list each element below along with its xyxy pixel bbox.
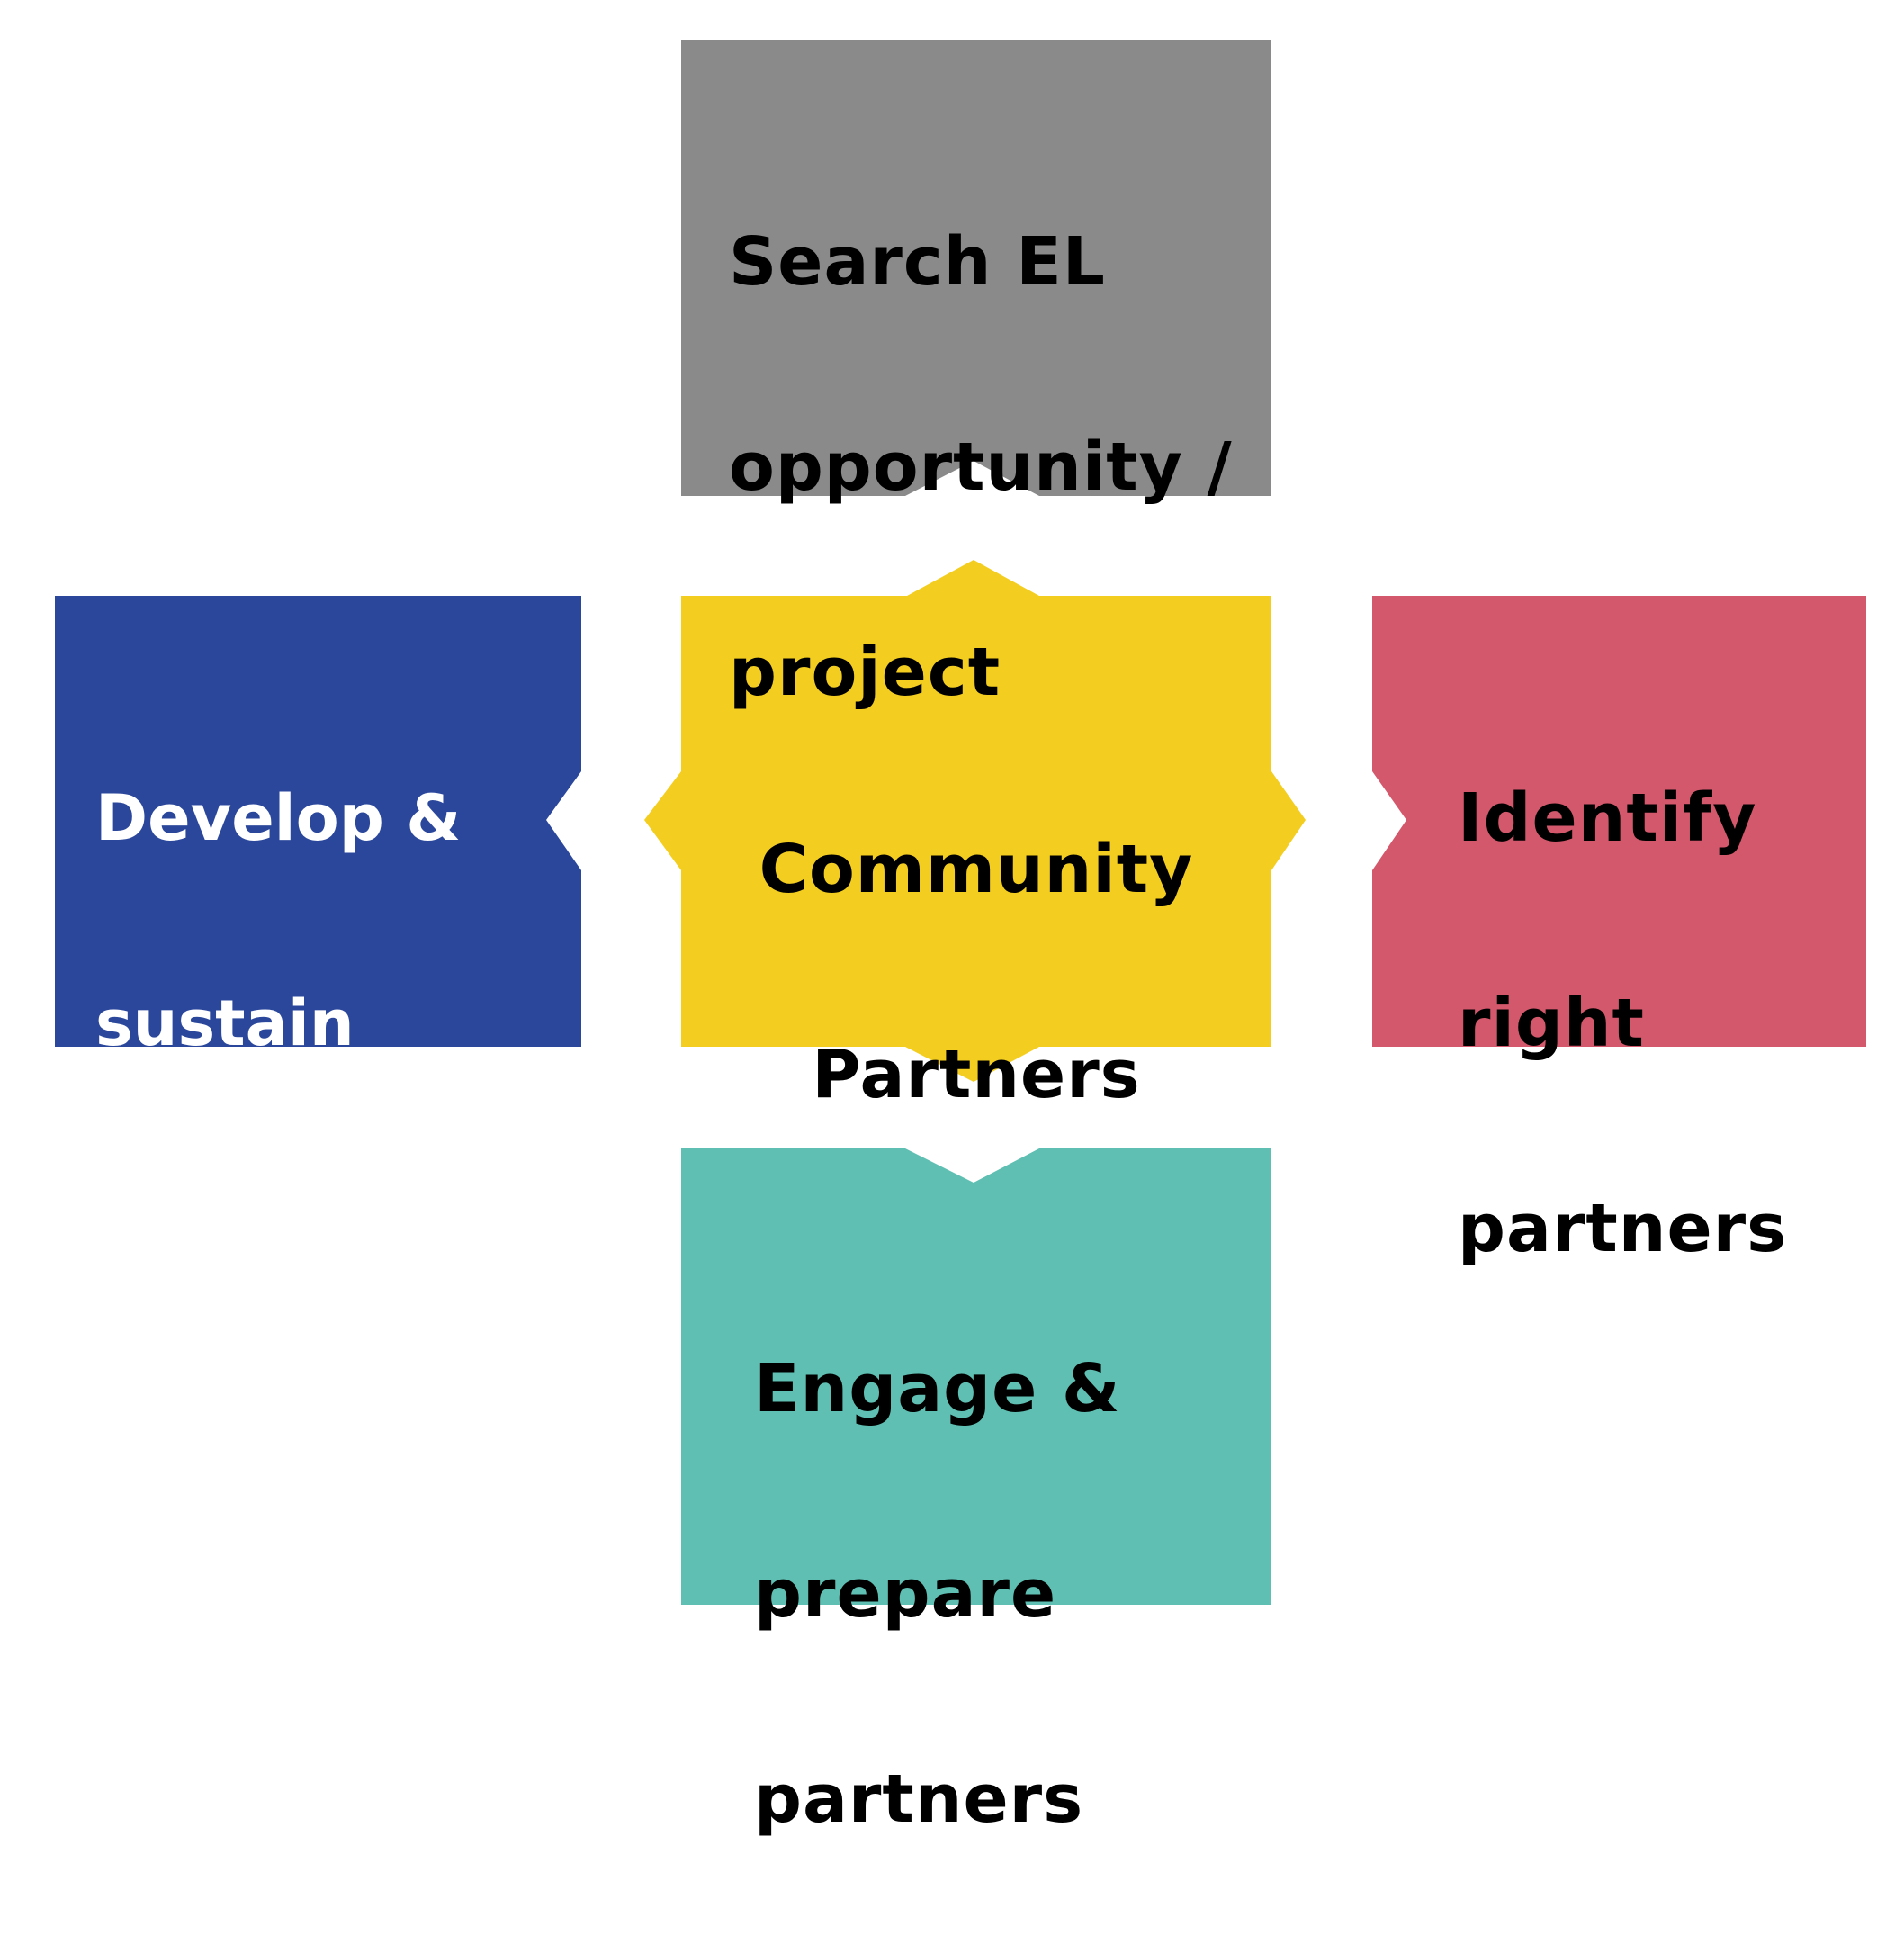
bottom-box-line-3: partners [754, 1760, 1084, 1838]
right-box-label: Identify right partners [1458, 664, 1787, 1382]
center-box-line-2: Partners [812, 1036, 1141, 1113]
bottom-box-line-1: Engage & [754, 1350, 1121, 1427]
left-box-label: Develop & sustain partnership [95, 664, 512, 1382]
left-box-line-1: Develop & [95, 781, 462, 855]
right-box [1372, 596, 1866, 1047]
bottom-box-label: Engage & prepare partners [754, 1235, 1121, 1953]
left-box-line-2: sustain [95, 986, 355, 1060]
center-box-label: Community Partners [681, 716, 1271, 1228]
center-box [644, 560, 1306, 1082]
right-box-line-1: Identify [1458, 779, 1757, 857]
center-box-line-1: Community [759, 831, 1194, 908]
top-box [681, 40, 1271, 496]
right-box-line-3: partners [1458, 1190, 1788, 1267]
cycle-diagram [55, 40, 1866, 1605]
bottom-box-line-2: prepare [754, 1555, 1057, 1633]
right-box-line-2: right [1458, 985, 1645, 1062]
left-box-line-3: partnership [95, 1192, 512, 1265]
top-box-label: Search EL opportunity / project [729, 108, 1233, 826]
top-box-line-1: Search EL [729, 223, 1106, 301]
top-box-line-2: opportunity / [729, 428, 1233, 506]
bottom-box [681, 1148, 1271, 1605]
top-box-line-3: project [729, 634, 1001, 711]
left-box [55, 596, 581, 1047]
